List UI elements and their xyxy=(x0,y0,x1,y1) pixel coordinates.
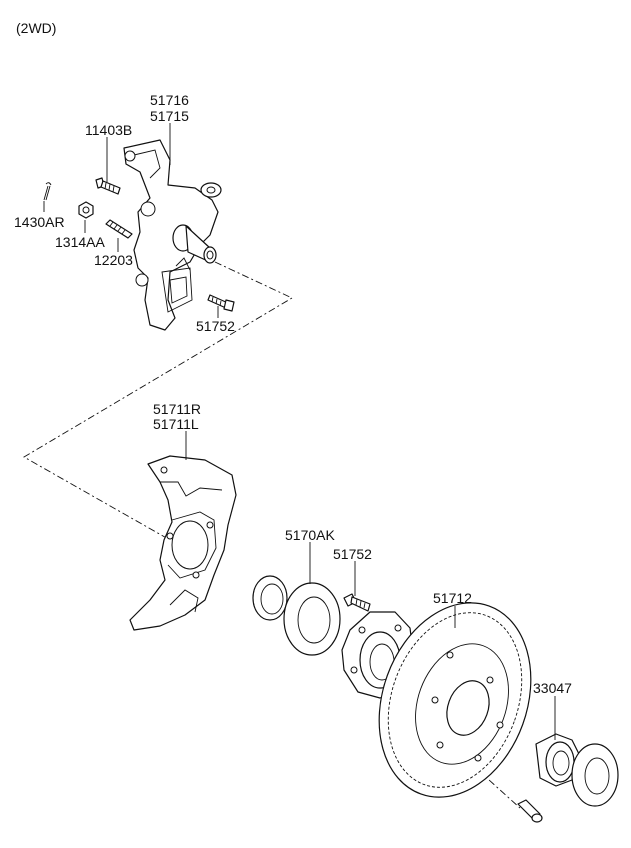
hub-bolt[interactable] xyxy=(343,593,371,612)
label-33047: 33047 xyxy=(533,680,572,696)
label-51752-upper: 51752 xyxy=(196,318,235,334)
label-11403b: 11403B xyxy=(85,122,132,138)
variant-label: (2WD) xyxy=(16,20,56,36)
label-51716: 51716 xyxy=(150,92,189,108)
hub-bearing[interactable] xyxy=(535,733,581,787)
oil-seal[interactable] xyxy=(252,575,288,621)
dust-cover[interactable] xyxy=(129,455,237,631)
part-labels: 51716 51715 11403B 1430AR 1314AA 12203 5… xyxy=(14,92,572,696)
brake-disc[interactable] xyxy=(353,581,557,818)
label-1314aa: 1314AA xyxy=(55,234,105,250)
assembly-lines xyxy=(23,261,521,809)
label-51711l: 51711L xyxy=(153,416,199,432)
tone-ring[interactable] xyxy=(283,582,341,656)
caliper-bolt[interactable] xyxy=(207,294,235,312)
disc-screw[interactable] xyxy=(517,799,543,823)
cotter-pin[interactable] xyxy=(43,182,52,201)
label-5170ak: 5170AK xyxy=(285,527,335,543)
knuckle-bolt[interactable] xyxy=(95,177,121,195)
steering-knuckle[interactable] xyxy=(123,139,222,331)
abs-sensor-ring[interactable] xyxy=(571,743,619,807)
label-51715: 51715 xyxy=(150,108,189,124)
stud-bolt[interactable] xyxy=(105,219,133,239)
label-51712: 51712 xyxy=(433,590,472,606)
label-12203: 12203 xyxy=(94,252,133,268)
label-51752-hub: 51752 xyxy=(333,546,372,562)
castle-nut[interactable] xyxy=(78,201,94,219)
label-1430ar: 1430AR xyxy=(14,214,65,230)
label-51711r: 51711R xyxy=(153,401,201,417)
leader-lines xyxy=(43,123,556,740)
